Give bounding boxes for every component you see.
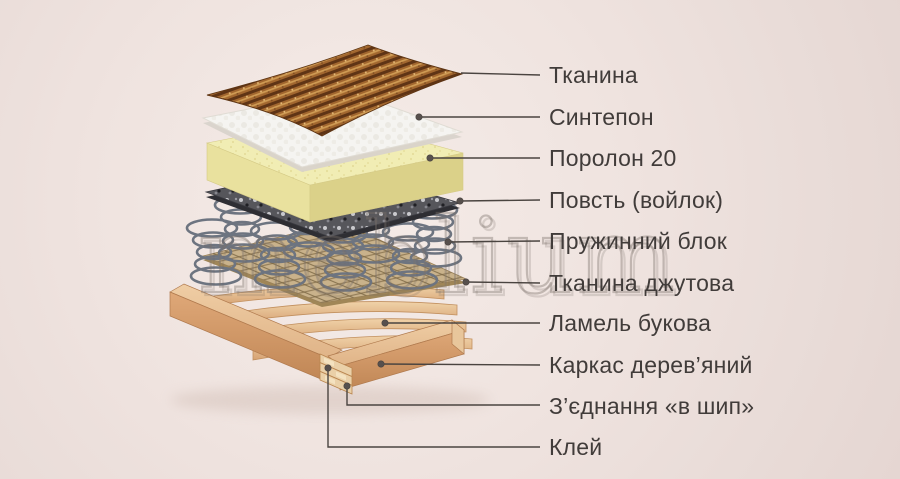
fabric-layer-graphic: [206, 44, 464, 137]
leader-line-syntepon: [415, 113, 540, 121]
ground-shadow: [170, 386, 490, 414]
leader-lines: [324, 72, 541, 448]
leader-line-porolon: [426, 154, 540, 162]
leader-line-pruzhynnyi-blok: [444, 238, 541, 246]
leader-line-karkas: [377, 360, 541, 368]
leader-line-lamel-bukova: [381, 319, 540, 327]
label-povst: Повсть (войлок): [549, 187, 724, 213]
leader-line-tkanyna: [460, 72, 541, 76]
watermark-text: meblium meblium: [197, 194, 681, 321]
finger-joint-graphic: [319, 353, 353, 395]
svg-text:meblium: meblium: [198, 195, 678, 317]
frame-layer-graphic: [169, 283, 465, 395]
leader-line-klei: [324, 364, 540, 448]
label-pruzhynnyi-blok: Пружинний блок: [549, 228, 728, 254]
leader-line-tkanyna-dzhutova: [462, 278, 541, 286]
label-lamel-bukova: Ламель букова: [549, 310, 712, 336]
label-porolon: Поролон 20: [549, 145, 677, 171]
label-ziednannia: З’єднання «в шип»: [549, 393, 755, 419]
label-karkas: Каркас дерев’яний: [549, 352, 753, 378]
leader-line-ziednannia: [343, 382, 540, 406]
leader-line-povst: [456, 197, 541, 205]
label-tkanyna: Тканина: [549, 62, 638, 88]
svg-text:meblium: meblium: [201, 198, 681, 320]
label-tkanyna-dzhutova: Тканина джутова: [549, 270, 735, 296]
label-klei: Клей: [549, 434, 603, 460]
label-syntepon: Синтепон: [549, 104, 654, 130]
